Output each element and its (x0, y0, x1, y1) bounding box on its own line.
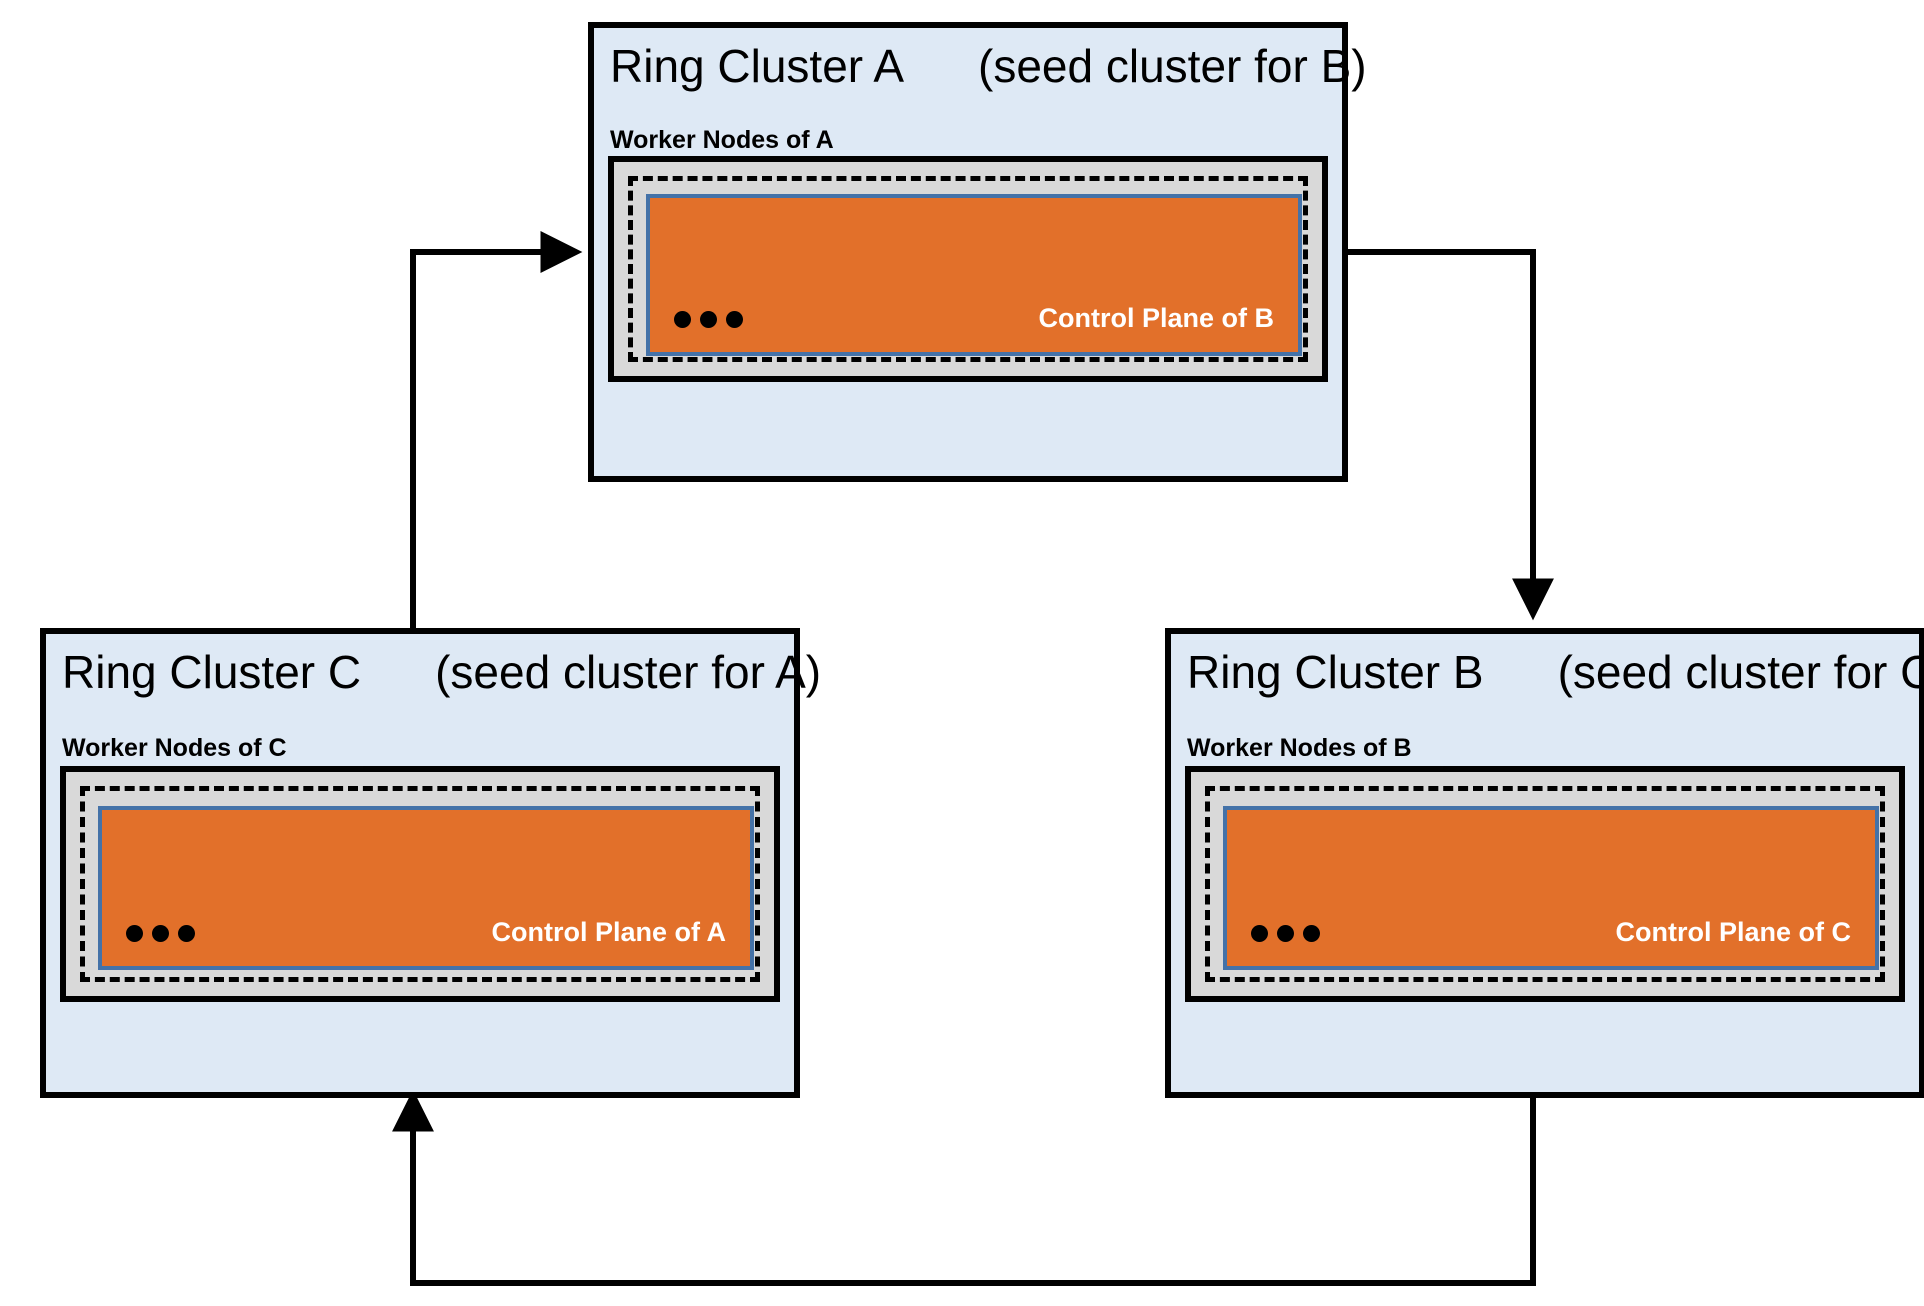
cluster-c-seed-note: (seed cluster for A) (435, 646, 822, 698)
cluster-a-dashed-boundary (628, 176, 1308, 362)
cluster-b-control-plane[interactable]: Control Plane of C (1223, 806, 1879, 970)
cluster-c-control-plane-label: Control Plane of A (491, 917, 727, 947)
cluster-a-control-plane-label: Control Plane of B (1038, 303, 1275, 333)
cluster-b-ellipsis-icon (1251, 925, 1320, 942)
cluster-b-control-plane-label: Control Plane of C (1615, 917, 1852, 947)
cluster-c-ellipsis-icon (126, 925, 195, 942)
cluster-c-worker-label: Worker Nodes of C (62, 734, 287, 762)
cluster-c-dashed-boundary (80, 786, 760, 982)
cluster-a-title: Ring Cluster A (seed cluster for B) (610, 40, 1367, 92)
cluster-b-worker-box: Control Plane of C (1185, 766, 1905, 1002)
arrow-a-to-b (1348, 249, 1554, 621)
cluster-c-control-plane[interactable]: Control Plane of A (98, 806, 754, 970)
cluster-b-name: Ring Cluster B (1187, 646, 1484, 698)
cluster-b-seed-note: (seed cluster for C) (1557, 646, 1924, 698)
cluster-a-worker-label: Worker Nodes of A (610, 126, 834, 154)
cluster-b-dashed-boundary (1205, 786, 1885, 982)
cluster-a-worker-box: Control Plane of B (608, 156, 1328, 382)
cluster-a-ellipsis-icon (674, 311, 743, 328)
cluster-c-worker-box: Control Plane of A (60, 766, 780, 1002)
cluster-c-name: Ring Cluster C (62, 646, 362, 698)
cluster-b-worker-label: Worker Nodes of B (1187, 734, 1412, 762)
cluster-a-name: Ring Cluster A (610, 40, 905, 92)
cluster-a-control-plane[interactable]: Control Plane of B (646, 194, 1302, 356)
arrow-b-to-c (392, 1088, 1536, 1286)
cluster-b-title: Ring Cluster B (seed cluster for C) (1187, 646, 1924, 698)
cluster-c[interactable]: Ring Cluster C (seed cluster for A) Worke… (40, 628, 821, 1098)
arrow-c-to-a (410, 231, 583, 628)
cluster-a[interactable]: Ring Cluster A (seed cluster for B) Worke… (588, 22, 1367, 482)
cluster-b[interactable]: Ring Cluster B (seed cluster for C) Worke… (1165, 628, 1924, 1098)
cluster-a-seed-note: (seed cluster for B) (978, 40, 1367, 92)
cluster-c-title: Ring Cluster C (seed cluster for A) (62, 646, 822, 698)
